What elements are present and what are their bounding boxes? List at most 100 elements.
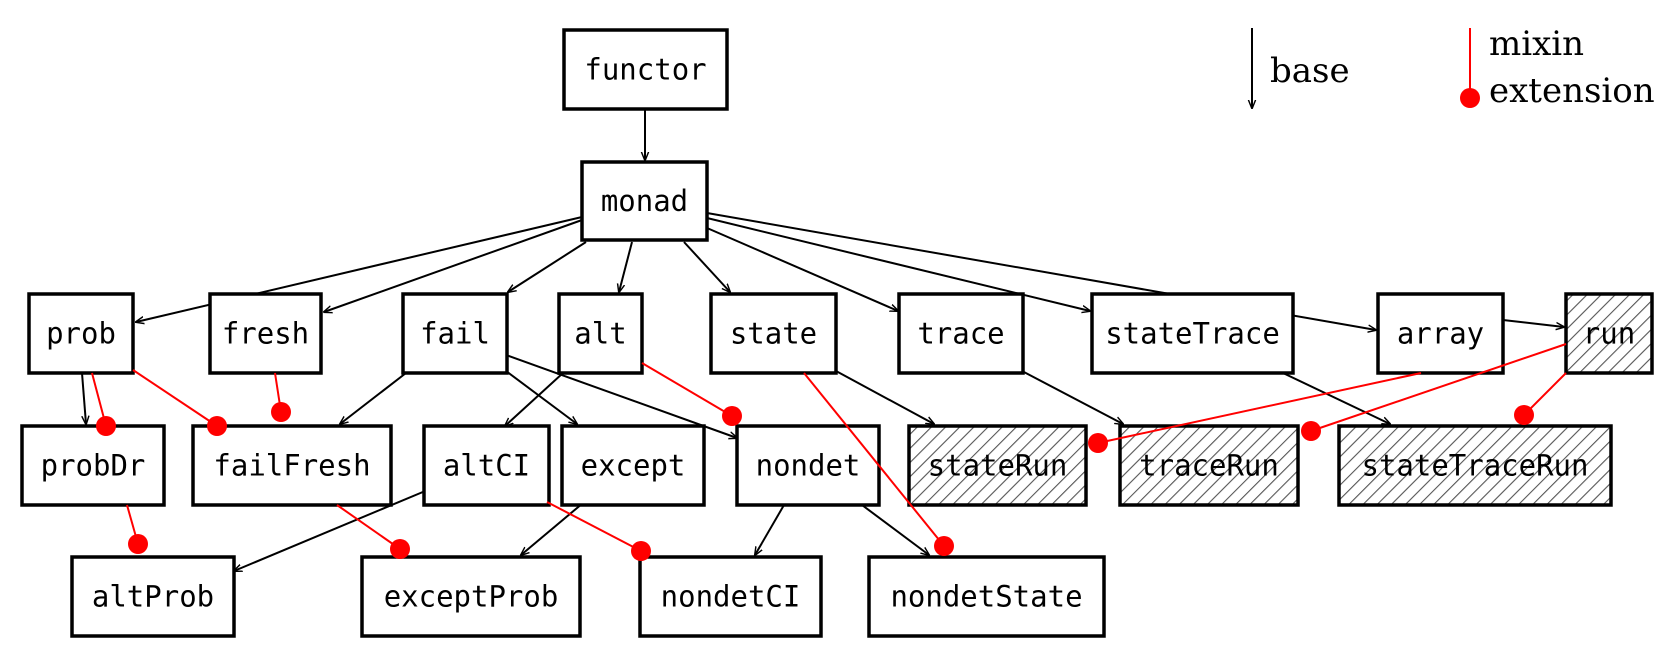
node-nondet: nondet: [735, 424, 881, 507]
node-box-except: [560, 424, 706, 507]
node-box-fail: [401, 292, 509, 375]
node-exceptProb: exceptProb: [360, 555, 582, 638]
node-label-probDr: probDr: [41, 449, 146, 483]
node-label-fail: fail: [420, 317, 490, 351]
node-label-stateRun: stateRun: [928, 449, 1068, 483]
base-edge-nondet-to-nondetCI: [755, 504, 785, 555]
base-edge-altCI-to-altProb: [234, 488, 431, 571]
node-box-exceptProb: [360, 555, 582, 638]
node-box-stateTraceRun: [1337, 424, 1613, 507]
mixin-edge-altCI-to-nondetCI: [546, 501, 642, 552]
node-trace: trace: [897, 292, 1025, 375]
node-box-failFresh: [191, 424, 393, 507]
base-edge-monad-to-stateTrace: [706, 217, 1090, 311]
node-label-traceRun: traceRun: [1139, 449, 1279, 483]
node-label-nondet: nondet: [756, 449, 861, 483]
node-box-fresh: [208, 292, 323, 375]
node-box-stateRun: [907, 424, 1088, 507]
mixin-dot-altCI-to-nondetCI: [631, 541, 651, 561]
node-box-state: [709, 292, 838, 375]
node-label-nondetState: nondetState: [890, 580, 1082, 614]
node-label-state: state: [730, 317, 817, 351]
node-label-exceptProb: exceptProb: [384, 580, 559, 614]
legend-mixin-dot-icon: [1460, 88, 1480, 108]
mixin-dot-prob-to-failFresh: [207, 416, 227, 436]
node-box-prob: [27, 292, 135, 375]
mixin-edges-layer: [91, 343, 1567, 561]
node-altProb: altProb: [70, 555, 236, 638]
base-edge-trace-to-traceRun: [1021, 370, 1123, 424]
node-box-traceRun: [1118, 424, 1300, 507]
mixin-dot-probDr-to-altProb: [128, 534, 148, 554]
node-probDr: probDr: [20, 424, 166, 507]
node-box-altProb: [70, 555, 236, 638]
legend-extension-label: extension: [1489, 71, 1655, 111]
node-label-monad: monad: [601, 184, 688, 218]
mixin-dot-failFresh-to-exceptProb: [390, 539, 410, 559]
node-traceRun: traceRun: [1118, 424, 1300, 507]
node-box-alt: [557, 292, 644, 375]
mixin-dot-prob-to-probDr: [96, 416, 116, 436]
node-nondetCI: nondetCI: [638, 555, 823, 638]
base-edge-array-to-run: [1502, 319, 1564, 327]
mixin-edge-state-to-nondetState: [803, 372, 945, 547]
node-label-altProb: altProb: [92, 580, 214, 614]
node-except: except: [560, 424, 706, 507]
node-box-nondetCI: [638, 555, 823, 638]
base-edge-except-to-exceptProb: [521, 502, 584, 555]
node-monad: monad: [580, 160, 709, 242]
mixin-edge-run-to-traceRun: [1310, 343, 1567, 432]
base-edge-monad-to-prob: [136, 216, 583, 322]
node-array: array: [1376, 292, 1505, 375]
mixin-dot-fresh-to-failFresh: [271, 402, 291, 422]
base-edge-fail-to-except: [505, 370, 577, 424]
mixin-dot-array-to-stateRun: [1088, 433, 1108, 453]
legend: base mixin extension: [1252, 24, 1655, 111]
base-edge-monad-to-trace: [706, 227, 898, 311]
base-edge-monad-to-fresh: [324, 219, 583, 312]
node-fail: fail: [401, 292, 509, 375]
mixin-edge-alt-to-nondet: [641, 362, 733, 417]
legend-mixin-label: mixin: [1489, 24, 1584, 64]
node-label-run: run: [1583, 317, 1635, 351]
base-edge-alt-to-altCI: [505, 372, 564, 426]
node-alt: alt: [557, 292, 644, 375]
node-label-stateTraceRun: stateTraceRun: [1362, 449, 1589, 483]
node-box-trace: [897, 292, 1025, 375]
node-label-failFresh: failFresh: [213, 449, 370, 483]
node-failFresh: failFresh: [191, 424, 393, 507]
node-stateTraceRun: stateTraceRun: [1337, 424, 1613, 507]
node-box-functor: [562, 28, 729, 111]
base-edge-fail-to-failFresh: [340, 372, 407, 424]
node-box-nondetState: [867, 555, 1106, 638]
legend-base-label: base: [1270, 51, 1350, 91]
node-label-alt: alt: [574, 317, 626, 351]
node-label-except: except: [581, 449, 686, 483]
node-box-monad: [580, 160, 709, 242]
node-box-stateTrace: [1090, 292, 1295, 375]
node-altCI: altCI: [422, 424, 551, 507]
node-box-altCI: [422, 424, 551, 507]
base-edge-monad-to-fail: [508, 241, 587, 292]
base-edge-monad-to-state: [683, 241, 730, 292]
base-edge-monad-to-alt: [619, 241, 633, 292]
base-edge-fail-to-nondet: [505, 354, 737, 438]
node-fresh: fresh: [208, 292, 323, 375]
mixin-dot-run-to-traceRun: [1301, 421, 1321, 441]
mixin-edge-prob-to-failFresh: [132, 369, 218, 427]
mixin-dot-run-to-stateTraceRun: [1514, 405, 1534, 425]
node-label-altCI: altCI: [443, 449, 530, 483]
node-state: state: [709, 292, 838, 375]
node-run: run: [1564, 292, 1654, 375]
node-label-prob: prob: [46, 317, 116, 351]
node-prob: prob: [27, 292, 135, 375]
node-box-run: [1564, 292, 1654, 375]
mixin-edge-array-to-stateRun: [1097, 372, 1422, 444]
mixin-edge-failFresh-to-exceptProb: [336, 504, 401, 550]
node-stateRun: stateRun: [907, 424, 1088, 507]
base-edge-state-to-stateRun: [835, 370, 934, 424]
node-label-stateTrace: stateTrace: [1105, 317, 1280, 351]
node-nondetState: nondetState: [867, 555, 1106, 638]
node-box-array: [1376, 292, 1505, 375]
